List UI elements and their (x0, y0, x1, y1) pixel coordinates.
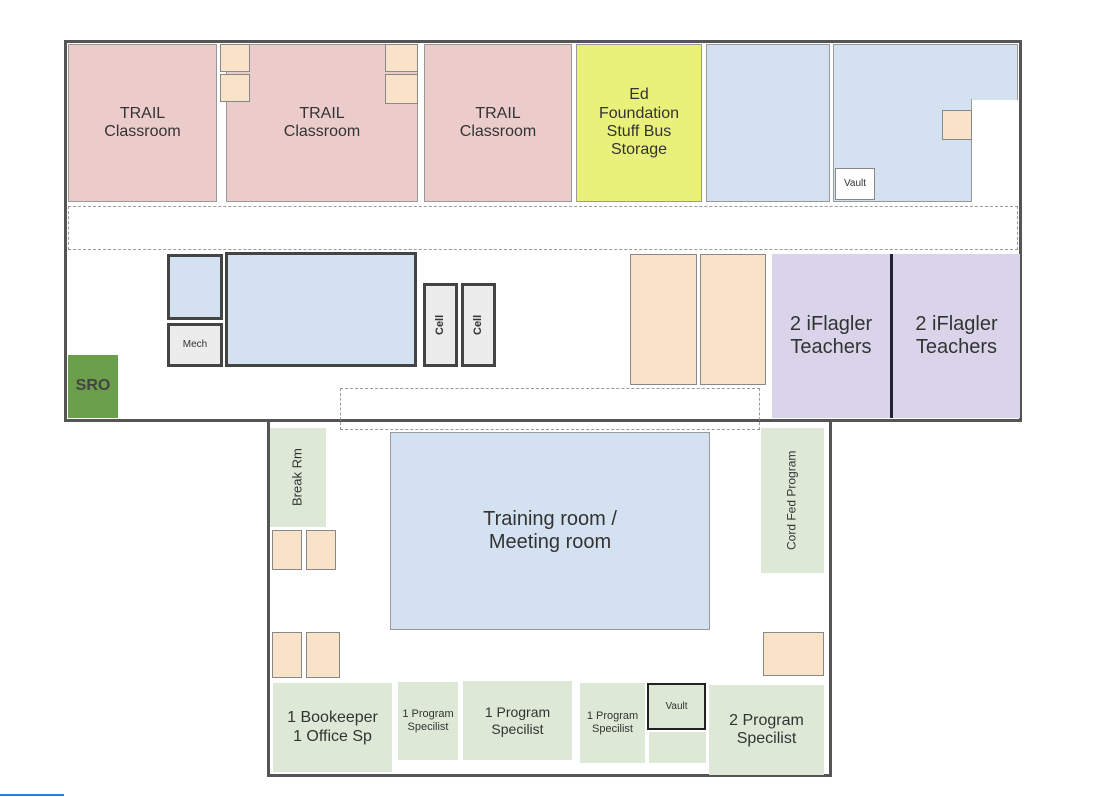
restroom (942, 110, 972, 140)
restroom (272, 530, 302, 570)
mech-room: Mech (167, 323, 223, 367)
vault-anteroom (649, 732, 706, 763)
office-suite (833, 44, 1018, 100)
cord-fed-program: Cord Fed Program (761, 428, 824, 573)
small-office (167, 254, 223, 320)
main-corridor (68, 206, 1018, 250)
program-specialist-office-2: 1 Program Specilist (463, 681, 572, 760)
restroom (763, 632, 824, 676)
program-specialist-office-3: 1 Program Specilist (580, 683, 645, 763)
restroom (220, 74, 250, 102)
restroom (272, 632, 302, 678)
restroom-block (700, 254, 766, 385)
restroom-block (630, 254, 697, 385)
vault-bottom: Vault (647, 683, 706, 730)
office-room (706, 44, 830, 202)
cell-2: Cell (461, 283, 496, 367)
restroom (306, 530, 336, 570)
training-meeting-room: Training room / Meeting room (390, 432, 710, 630)
divider (890, 254, 893, 418)
iflagler-teachers-1: 2 iFlagler Teachers (772, 254, 890, 418)
bookkeeper-office: 1 Bookeeper 1 Office Sp (273, 683, 392, 772)
north-wing-wall (64, 40, 1022, 422)
trail-classroom-1: TRAIL Classroom (68, 44, 217, 202)
iflagler-teachers-2: 2 iFlagler Teachers (893, 254, 1020, 418)
program-specialist-office-1: 1 Program Specilist (398, 682, 458, 760)
selection-line (0, 794, 64, 796)
break-room: Break Rm (270, 428, 326, 527)
sro-office: SRO (68, 355, 118, 418)
vault-top: Vault (835, 168, 875, 200)
south-corridor (340, 388, 760, 430)
program-specialist-office-4: 2 Program Specilist (709, 685, 824, 775)
trail-classroom-3: TRAIL Classroom (424, 44, 572, 202)
restroom (306, 632, 340, 678)
south-wing-wall (267, 420, 832, 777)
restroom (385, 44, 418, 72)
cell-1: Cell (423, 283, 458, 367)
large-office (225, 252, 417, 367)
restroom (385, 74, 418, 104)
ed-foundation-storage: Ed Foundation Stuff Bus Storage (576, 44, 702, 202)
restroom (220, 44, 250, 72)
